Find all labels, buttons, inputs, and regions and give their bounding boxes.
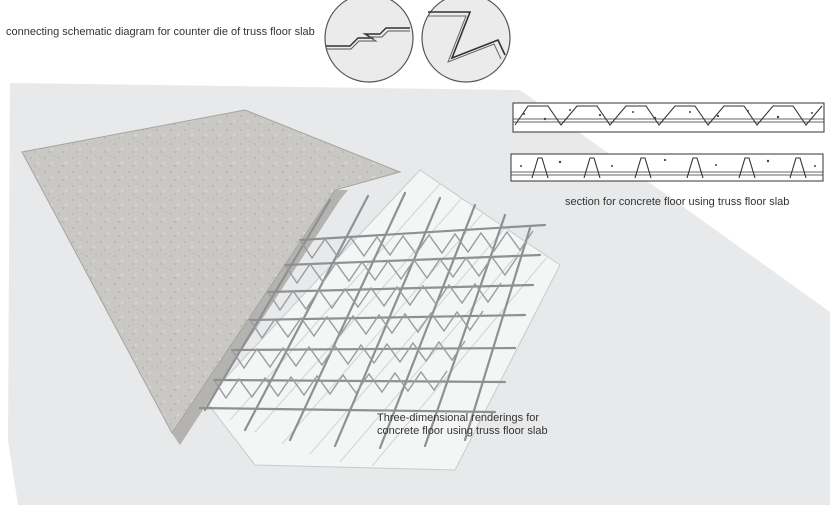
- connecting-diagram-caption: connecting schematic diagram for counter…: [6, 26, 315, 38]
- truss-triangles-section-bottom: [531, 157, 807, 179]
- truss-zigzag-section-top: [514, 105, 823, 126]
- counter-die-profile-2: [428, 11, 506, 60]
- rendering-caption-line-1: Three-dimensional renderings for: [377, 412, 540, 424]
- section-drawing-bottom: [510, 153, 824, 182]
- truss-web-zigzag: [213, 230, 534, 400]
- section-drawing-top: [512, 102, 825, 133]
- concrete-slab: [21, 109, 402, 434]
- connection-detail-1: [324, 0, 414, 83]
- connection-detail-2: [421, 0, 511, 83]
- rendering-caption-line-2: concrete floor using truss floor slab: [377, 425, 548, 437]
- truss-grid: [198, 191, 547, 450]
- counter-die-profile-1: [326, 27, 410, 47]
- section-caption: section for concrete floor using truss f…: [565, 196, 790, 208]
